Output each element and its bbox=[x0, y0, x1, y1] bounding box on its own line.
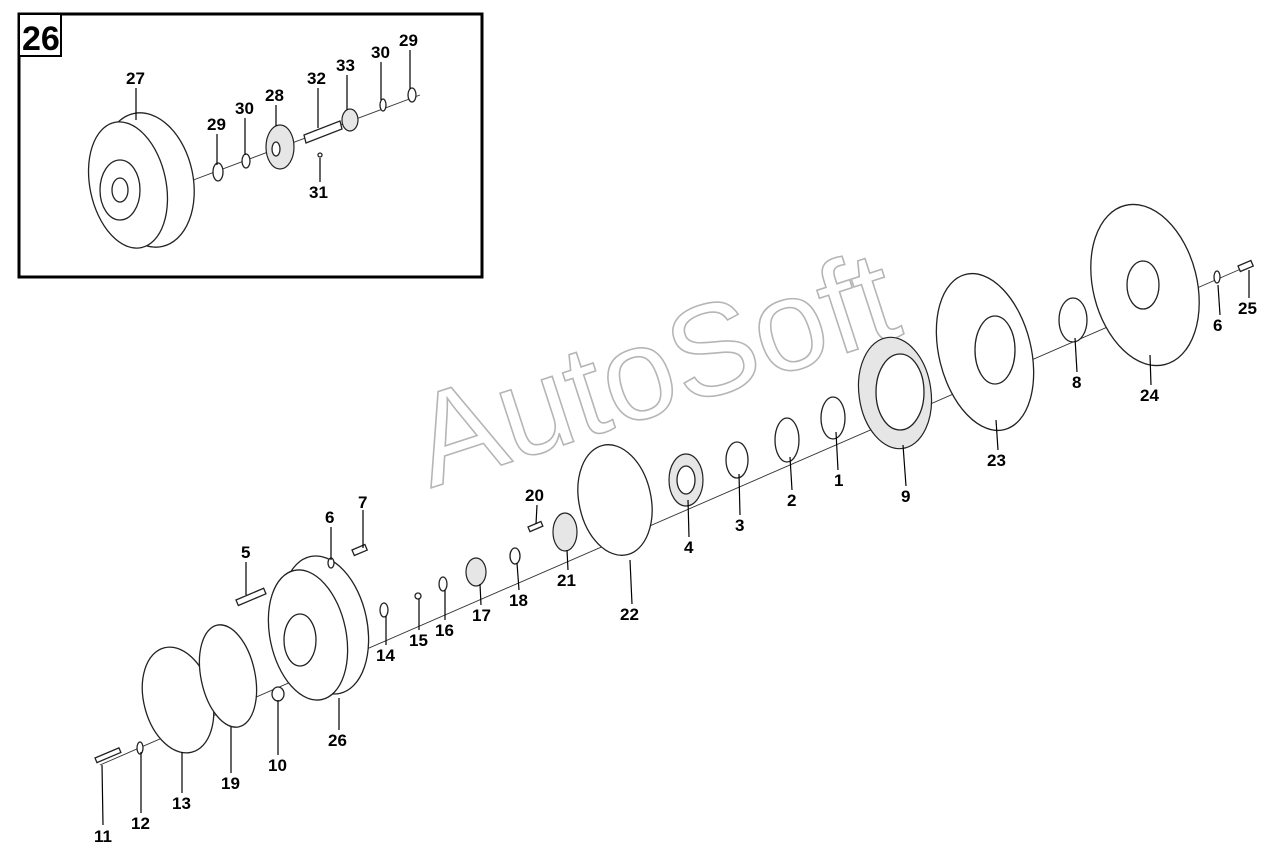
callout-25: 25 bbox=[1238, 299, 1257, 318]
callout-12: 12 bbox=[131, 814, 150, 833]
callout-18: 18 bbox=[509, 591, 528, 610]
callout-8: 8 bbox=[1072, 373, 1081, 392]
callout-15: 15 bbox=[409, 631, 428, 650]
callout-26: 26 bbox=[328, 731, 347, 750]
inset-detail-26: 26 bbox=[17, 12, 484, 279]
callout-1: 1 bbox=[834, 471, 843, 490]
callout-13: 13 bbox=[172, 794, 191, 813]
callout-6: 6 bbox=[325, 508, 334, 527]
callout-31: 31 bbox=[309, 183, 328, 202]
callout-9: 9 bbox=[901, 487, 910, 506]
callout-29: 29 bbox=[207, 115, 226, 134]
inset-number: 26 bbox=[22, 20, 60, 58]
callout-6: 6 bbox=[1213, 316, 1222, 335]
callout-16: 16 bbox=[435, 621, 454, 640]
callout-labels: 27 29 30 28 32 33 30 29 31 1 2 3 4 5 6 7… bbox=[94, 31, 1257, 846]
callout-28: 28 bbox=[265, 86, 284, 105]
callout-33: 33 bbox=[336, 56, 355, 75]
callout-30: 30 bbox=[235, 99, 254, 118]
callout-2: 2 bbox=[787, 491, 796, 510]
callout-5: 5 bbox=[241, 543, 250, 562]
callout-30: 30 bbox=[371, 43, 390, 62]
main-assembly bbox=[94, 203, 1255, 766]
callout-14: 14 bbox=[376, 646, 395, 665]
callout-3: 3 bbox=[735, 516, 744, 535]
callout-20: 20 bbox=[525, 486, 544, 505]
callout-29: 29 bbox=[399, 31, 418, 50]
callout-22: 22 bbox=[620, 605, 639, 624]
callout-11: 11 bbox=[94, 827, 112, 846]
callout-24: 24 bbox=[1140, 386, 1159, 405]
callout-23: 23 bbox=[987, 451, 1006, 470]
callout-10: 10 bbox=[268, 756, 287, 775]
callout-19: 19 bbox=[221, 774, 240, 793]
callout-17: 17 bbox=[472, 606, 491, 625]
callout-7: 7 bbox=[358, 493, 367, 512]
callout-4: 4 bbox=[684, 538, 694, 557]
leader-lines bbox=[101, 50, 1250, 826]
callout-27: 27 bbox=[126, 69, 145, 88]
callout-21: 21 bbox=[557, 571, 576, 590]
callout-32: 32 bbox=[307, 69, 326, 88]
